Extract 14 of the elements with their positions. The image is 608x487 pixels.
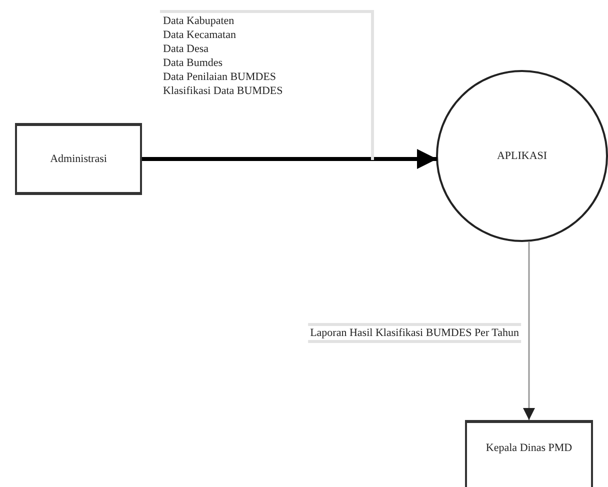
flow-data-label: Klasifikasi Data BUMDES xyxy=(163,85,284,97)
node-label: Administrasi xyxy=(50,153,107,165)
node-label: APLIKASI xyxy=(496,150,548,162)
arrow xyxy=(142,149,437,169)
arrow xyxy=(523,242,535,420)
flow-data-label: Data Kecamatan xyxy=(163,29,237,41)
entity-box xyxy=(15,123,142,195)
flow-data-label: Data Desa xyxy=(163,43,210,55)
node-label: Kepala Dinas PMD xyxy=(486,442,572,454)
flow-data-label: Data Bumdes xyxy=(163,57,224,69)
edge-label: Laporan Hasil Klasifikasi BUMDES Per Tahun xyxy=(308,323,521,343)
entity-box xyxy=(465,420,593,487)
flow-data-label: Data Penilaian BUMDES xyxy=(163,71,278,83)
flow-data-label: Data Kabupaten xyxy=(163,15,236,27)
